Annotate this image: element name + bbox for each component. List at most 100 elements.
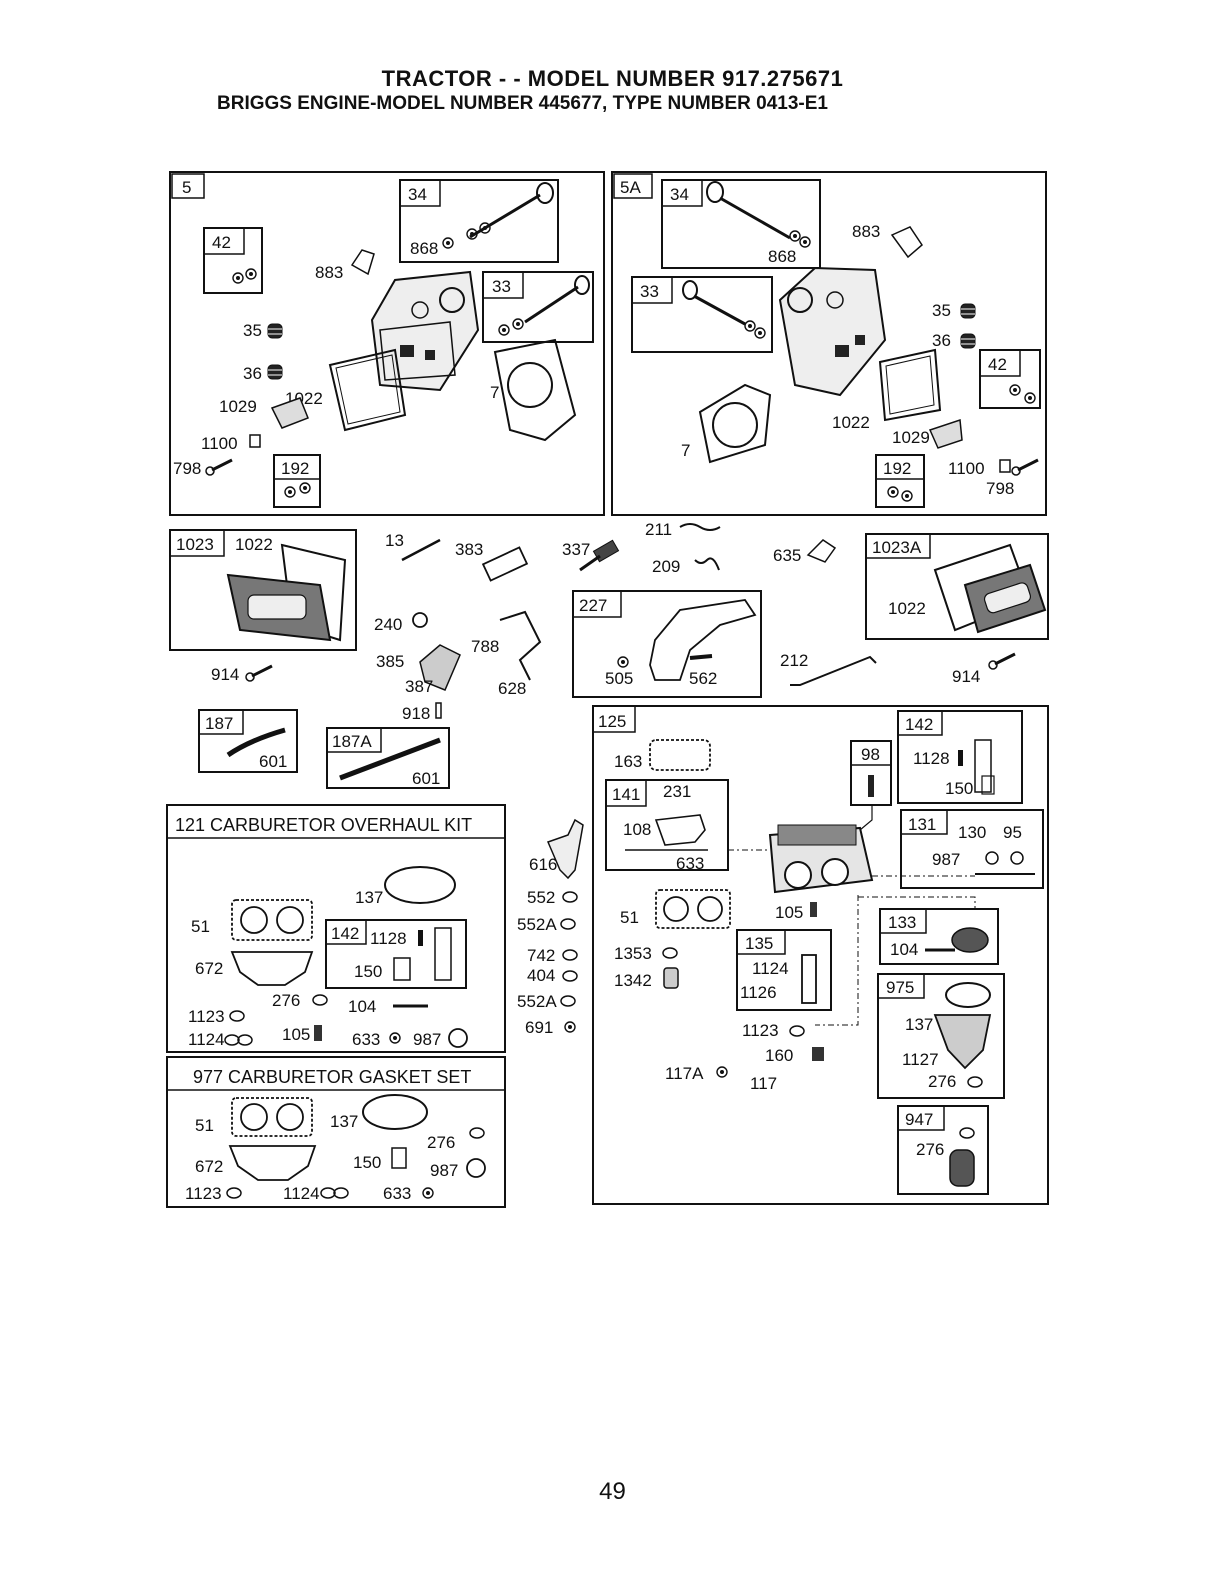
valve-icon	[524, 275, 590, 324]
part-1128: 1128	[913, 749, 950, 768]
middle-parts: 13 383 337 211 209 635 240 385 788 387 6…	[374, 520, 877, 723]
part-240: 240	[374, 615, 402, 634]
part-616: 616	[529, 855, 557, 874]
panel-187: 187 601	[198, 709, 298, 773]
gasket-icon	[350, 249, 375, 276]
callout-1023a: 1023A	[872, 538, 922, 557]
callout-141: 141	[612, 785, 640, 804]
part-1100: 1100	[201, 434, 238, 453]
cylinder-head-icon	[370, 270, 480, 392]
part-552: 552	[527, 888, 555, 907]
part-1124: 1124	[188, 1030, 225, 1049]
part-987: 987	[932, 850, 960, 869]
part-130: 130	[958, 823, 986, 842]
part-163: 163	[614, 752, 642, 771]
part-385: 385	[376, 652, 404, 671]
callout-227: 227	[579, 596, 607, 615]
part-105: 105	[282, 1025, 310, 1044]
part-383: 383	[455, 540, 483, 559]
part-211: 211	[645, 520, 672, 539]
part-562: 562	[689, 669, 717, 688]
valve-cover-icon	[226, 543, 347, 642]
callout-34: 34	[670, 185, 689, 204]
part-868: 868	[410, 239, 438, 258]
part-1353: 1353	[614, 944, 652, 963]
part-209: 209	[652, 557, 680, 576]
part-1029: 1029	[892, 428, 930, 447]
callout-975: 975	[886, 978, 914, 997]
part-212: 212	[780, 651, 808, 670]
part-798: 798	[173, 459, 201, 478]
part-1127: 1127	[902, 1050, 939, 1069]
callout-5a: 5A	[620, 178, 641, 197]
part-150: 150	[354, 962, 382, 981]
part-987: 987	[413, 1030, 441, 1049]
part-276: 276	[928, 1072, 956, 1091]
callout-131: 131	[908, 815, 936, 834]
callout-33: 33	[492, 277, 511, 296]
part-788: 788	[471, 637, 499, 656]
panel-125-carburetor: 125 163 141 231 108 633 98 142 1128 150	[592, 705, 1049, 1205]
part-868: 868	[768, 247, 796, 266]
part-51: 51	[195, 1116, 214, 1135]
part-387: 387	[405, 677, 433, 696]
part-1022: 1022	[888, 599, 926, 618]
part-13: 13	[385, 531, 404, 550]
fuel-pump-icon	[419, 644, 461, 691]
callout-187: 187	[205, 714, 233, 733]
part-883: 883	[315, 263, 343, 282]
rocker-arm-icon	[928, 418, 963, 449]
float-bowl-icon	[933, 1014, 992, 1070]
callout-192: 192	[883, 459, 911, 478]
callout-192: 192	[281, 459, 309, 478]
part-672: 672	[195, 959, 223, 978]
part-1022: 1022	[235, 535, 273, 554]
bracket-icon	[649, 599, 757, 681]
part-150: 150	[353, 1153, 381, 1172]
callout-187a: 187A	[332, 732, 372, 751]
callout-142: 142	[905, 715, 933, 734]
part-160: 160	[765, 1046, 793, 1065]
panel-1023: 1023 1022	[169, 529, 357, 651]
part-601: 601	[412, 769, 440, 788]
part-635: 635	[773, 546, 801, 565]
kit-977-title: 977 CARBURETOR GASKET SET	[193, 1067, 471, 1087]
callout-133: 133	[888, 913, 916, 932]
callout-42: 42	[988, 355, 1007, 374]
part-337: 337	[562, 540, 590, 559]
part-633: 633	[383, 1184, 411, 1203]
part-36: 36	[932, 331, 951, 350]
stud-icon	[249, 434, 261, 448]
part-1123: 1123	[188, 1007, 225, 1026]
part-35: 35	[932, 301, 951, 320]
solenoid-icon	[949, 1149, 975, 1187]
part-36: 36	[243, 364, 262, 383]
part-1124: 1124	[752, 959, 789, 978]
kit-121-carburetor-overhaul: 121 CARBURETOR OVERHAUL KIT 137 51 142 1…	[166, 804, 506, 1053]
part-276: 276	[272, 991, 300, 1010]
page-subtitle: BRIGGS ENGINE-MODEL NUMBER 445677, TYPE …	[217, 93, 828, 114]
part-137: 137	[905, 1015, 933, 1034]
part-633: 633	[676, 854, 704, 873]
part-691: 691	[525, 1018, 553, 1037]
part-987: 987	[430, 1161, 458, 1180]
part-108: 108	[623, 820, 651, 839]
stud-icon	[999, 459, 1011, 473]
rocker-cover-gasket-icon	[328, 348, 407, 432]
part-742: 742	[527, 946, 555, 965]
callout-5: 5	[182, 178, 191, 197]
part-105: 105	[775, 903, 803, 922]
head-gasket-icon	[493, 338, 577, 442]
part-1123: 1123	[185, 1184, 222, 1203]
valve-icon	[682, 280, 746, 326]
panel-1023a: 1023A 1022	[865, 533, 1049, 640]
part-1100: 1100	[948, 459, 985, 478]
part-798: 798	[986, 479, 1014, 498]
part-7: 7	[681, 441, 690, 460]
spark-plug-icon	[579, 539, 620, 572]
rocker-arm-icon	[270, 397, 309, 429]
part-276: 276	[427, 1133, 455, 1152]
panel-5a: 5A 34 868 883 33 35 36 42	[611, 171, 1047, 516]
callout-1023: 1023	[176, 535, 214, 554]
